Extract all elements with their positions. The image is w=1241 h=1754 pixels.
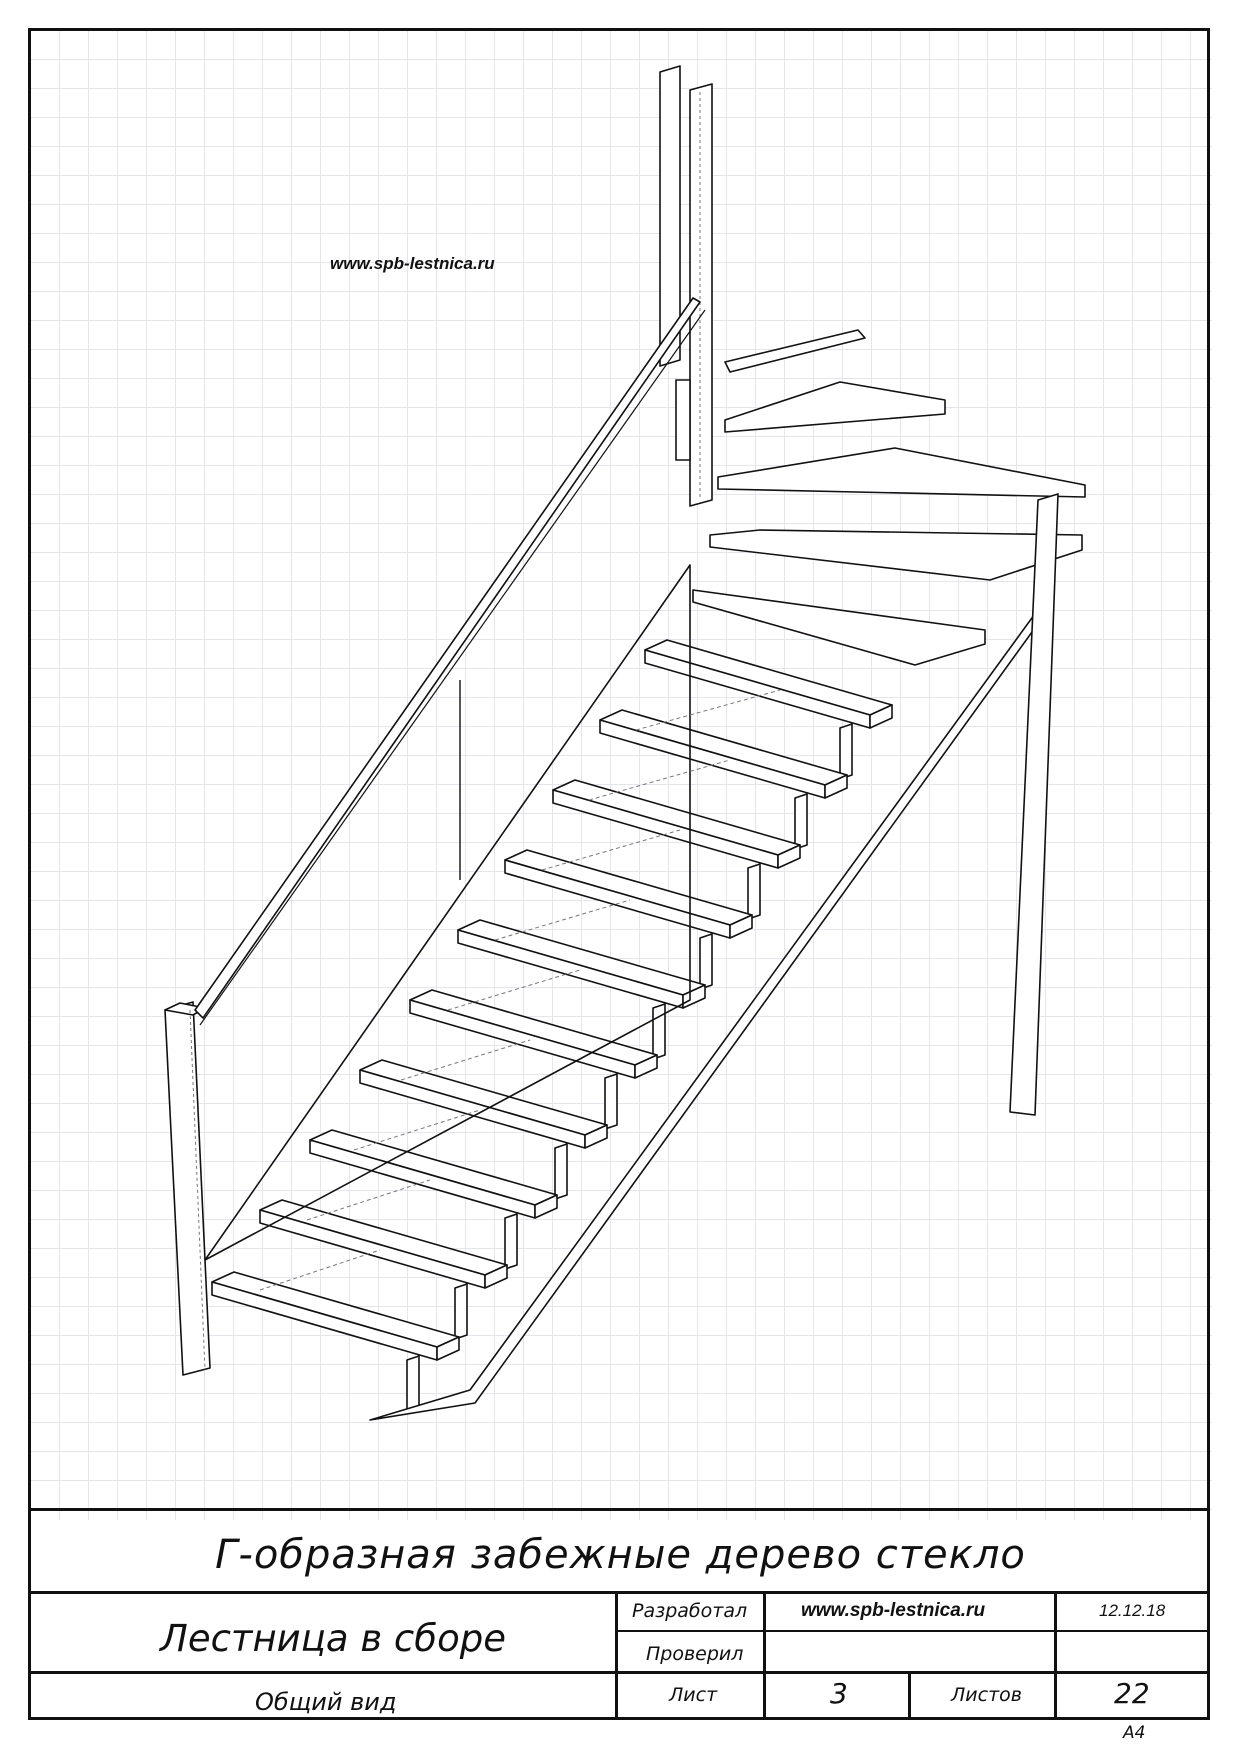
tread-support: [747, 863, 761, 920]
view-name: Общий вид: [255, 1688, 397, 1716]
hidden-line: [400, 1039, 531, 1081]
watermark-url: www.spb-lestnica.ru: [330, 254, 495, 273]
hidden-line: [447, 969, 581, 1011]
newel-post-front: [689, 83, 713, 507]
tread-support: [699, 933, 713, 990]
stair-tread-side: [869, 704, 893, 729]
stair-tread-side: [824, 774, 848, 799]
post-hidden-edge: [189, 1009, 206, 1371]
glass-panel: [204, 564, 691, 1261]
date-value: 12.12.18: [1099, 1601, 1166, 1620]
tread-support: [554, 1143, 568, 1200]
tread-support: [839, 723, 853, 780]
sheet-label: Лист: [669, 1684, 718, 1706]
hidden-line: [306, 1179, 431, 1221]
sheet-title: Г-образная забежные дерево стекло: [215, 1532, 1026, 1578]
winder-tread: [692, 589, 986, 666]
title-block-divider: [908, 1672, 911, 1719]
title-block-top-line: [30, 1508, 1210, 1511]
developed-value: www.spb-lestnica.ru: [801, 1600, 986, 1621]
winder-tread: [717, 447, 1086, 498]
winder-tread: [724, 329, 866, 373]
stair-tread-side: [777, 844, 801, 869]
sheets-label: Листов: [951, 1684, 1022, 1706]
stair-tread-side: [436, 1336, 460, 1361]
title-block-divider: [30, 1591, 1210, 1594]
winder-tread: [724, 381, 946, 433]
title-block-divider: [30, 1671, 1210, 1674]
handrail: [194, 297, 701, 1019]
hidden-line: [635, 689, 781, 731]
grid-background: [30, 30, 1212, 1520]
title-block-divider: [615, 1630, 1210, 1632]
staircase-drawing: [164, 65, 1086, 1421]
stair-tread-side: [484, 1264, 508, 1289]
drawing-name: Лестница в сборе: [160, 1617, 506, 1660]
hidden-line: [259, 1249, 381, 1291]
hidden-line: [494, 899, 631, 941]
format-label: A4: [1123, 1723, 1146, 1743]
stair-tread-side: [534, 1194, 558, 1219]
title-block-divider: [763, 1592, 766, 1719]
winder-tread: [709, 529, 1083, 581]
support-leg: [1009, 493, 1059, 1116]
tread-support: [604, 1073, 618, 1130]
newel-post-back: [659, 65, 681, 367]
tread-support: [794, 793, 808, 850]
checked-label: Проверил: [646, 1643, 744, 1665]
title-block-divider: [1054, 1592, 1057, 1719]
post-bracket: [675, 379, 691, 461]
sheets-total: 22: [1114, 1677, 1150, 1710]
hidden-line: [353, 1109, 481, 1151]
sheet-number: 3: [830, 1677, 848, 1710]
title-block-divider: [615, 1592, 618, 1719]
hidden-line: [541, 829, 681, 871]
handrail-lower-edge: [199, 309, 706, 1026]
tread-support: [454, 1283, 468, 1340]
stair-tread-side: [634, 1054, 658, 1079]
tread-support: [504, 1213, 518, 1270]
hidden-line: [588, 759, 731, 801]
stair-tread-side: [729, 914, 753, 939]
developed-label: Разработал: [632, 1600, 748, 1622]
drawing-frame: [28, 28, 1210, 1720]
stair-tread-side: [584, 1124, 608, 1149]
